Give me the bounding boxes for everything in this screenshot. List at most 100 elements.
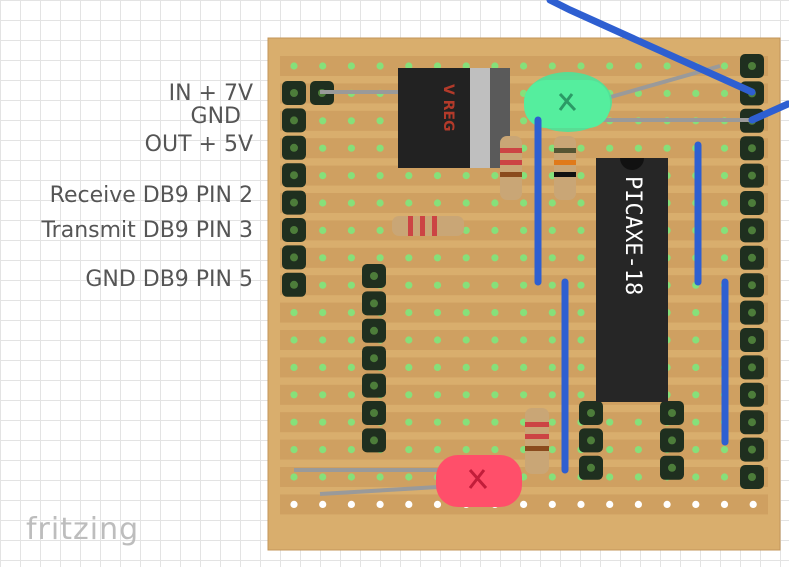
board-hole	[548, 281, 556, 289]
label-gnd: GND	[190, 104, 241, 129]
resistor-3	[392, 216, 464, 236]
board-hole	[692, 336, 700, 344]
board-hole	[491, 281, 499, 289]
board-hole	[433, 418, 442, 426]
board-hole	[319, 363, 327, 371]
board-hole	[520, 336, 528, 344]
board-hole	[433, 172, 442, 180]
board-hole	[491, 62, 499, 70]
board-hole	[376, 199, 384, 207]
board-hole	[433, 199, 442, 207]
board-hole	[606, 62, 614, 70]
board-hole	[319, 226, 327, 234]
board-hole	[720, 172, 729, 180]
pin-hole	[290, 143, 298, 152]
board-hole	[577, 226, 585, 234]
pin-hole	[748, 473, 756, 481]
board-hole	[520, 281, 528, 289]
board-hole	[462, 226, 470, 234]
label-receive: Receive DB9 PIN 2	[49, 183, 253, 208]
board-hole	[405, 336, 413, 344]
board-hole	[405, 446, 413, 454]
board-hole	[577, 144, 585, 152]
board-hole	[433, 500, 442, 508]
board-hole	[548, 500, 556, 508]
pin-hole	[748, 253, 756, 262]
pin-hole	[748, 281, 756, 290]
board-hole	[663, 62, 671, 70]
resistor-1	[500, 136, 522, 200]
board-hole	[520, 199, 528, 207]
green-led	[524, 72, 612, 132]
pin-hole	[370, 299, 378, 308]
board-hole	[634, 62, 643, 70]
label-transmit: Transmit DB9 PIN 3	[41, 218, 253, 243]
board-hole	[663, 144, 671, 152]
board-hole	[749, 500, 757, 508]
board-hole	[462, 309, 470, 317]
board-hole	[520, 254, 528, 262]
board-hole	[577, 391, 585, 399]
board-hole	[606, 418, 614, 426]
pin-hole	[290, 226, 298, 234]
pin-hole	[370, 272, 378, 280]
board-hole	[319, 144, 327, 152]
pin-hole	[748, 336, 756, 344]
board-hole	[606, 144, 614, 152]
board-hole	[720, 226, 729, 234]
board-hole	[491, 446, 499, 454]
board-hole	[548, 309, 556, 317]
board-hole	[347, 281, 355, 289]
pin-hole	[587, 409, 595, 417]
pin-hole	[748, 418, 756, 427]
regulator-label: V REG	[440, 84, 456, 132]
board-hole	[720, 199, 729, 207]
board-hole	[606, 446, 614, 454]
pin-hole	[370, 381, 378, 390]
board-hole	[376, 144, 384, 152]
board-hole	[692, 391, 700, 399]
board-hole	[319, 199, 327, 207]
board-hole	[319, 62, 327, 70]
board-hole	[720, 473, 729, 481]
board-hole	[376, 117, 384, 125]
board-hole	[319, 500, 327, 508]
board-hole	[433, 391, 442, 399]
board-hole	[577, 199, 585, 207]
board-hole	[491, 336, 499, 344]
board-hole	[376, 172, 384, 180]
board-hole	[634, 500, 643, 508]
board-hole	[692, 363, 700, 371]
board-hole	[433, 62, 442, 70]
pin-hole	[370, 326, 378, 335]
blue-wire-5	[546, 0, 756, 96]
board-hole	[577, 500, 585, 508]
board-hole	[491, 226, 499, 234]
board-hole	[347, 226, 355, 234]
board-hole	[405, 363, 413, 371]
board-hole	[433, 446, 442, 454]
board-hole	[692, 89, 700, 97]
voltage-regulator: V REG	[398, 68, 510, 168]
board-hole	[606, 473, 614, 481]
chip-label: PICAXE-18	[620, 176, 645, 295]
pin-hole	[668, 463, 676, 472]
board-hole	[319, 446, 327, 454]
pin-hole	[668, 409, 676, 417]
pin-hole	[748, 62, 756, 70]
board-hole	[720, 89, 729, 97]
board-hole	[376, 62, 384, 70]
board-hole	[319, 254, 327, 262]
label-gnd-db9: GND DB9 PIN 5	[85, 267, 253, 292]
board-hole	[405, 500, 413, 508]
board-hole	[462, 391, 470, 399]
board-hole	[491, 199, 499, 207]
board-hole	[577, 336, 585, 344]
board-hole	[376, 226, 384, 234]
board-hole	[692, 473, 700, 481]
board-hole	[577, 309, 585, 317]
board-hole	[319, 473, 327, 481]
board-hole	[520, 309, 528, 317]
board-hole	[405, 281, 413, 289]
